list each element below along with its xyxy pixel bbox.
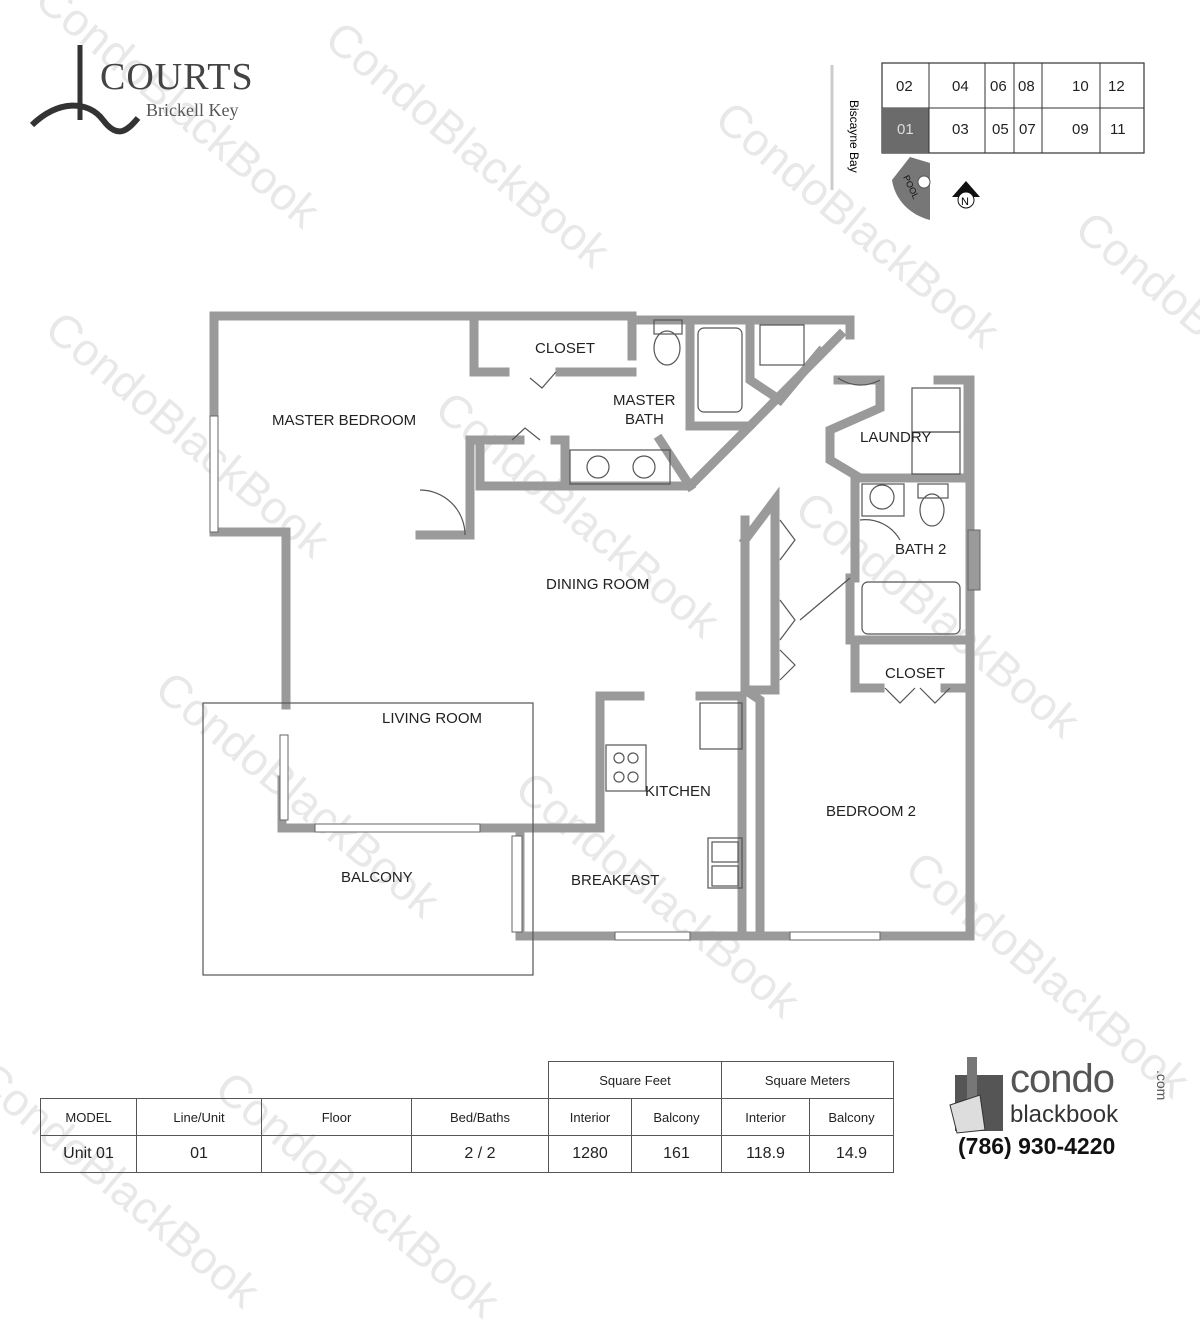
room-bedroom-2: BEDROOM 2 <box>826 803 916 820</box>
header-cell: Interior <box>721 1098 810 1136</box>
brand-suffix: .com <box>1154 1070 1170 1101</box>
balcony-outline <box>202 702 534 976</box>
north-arrow-icon <box>952 181 980 197</box>
header-cell: Interior <box>548 1098 632 1136</box>
room-master-bath: MASTER <box>613 392 676 409</box>
unit-label: 03 <box>952 121 969 138</box>
cell-bed-baths: 2 / 2 <box>411 1135 549 1173</box>
unit-label: 10 <box>1072 78 1089 95</box>
header-cell: Balcony <box>809 1098 894 1136</box>
header-cell: MODEL <box>40 1098 137 1136</box>
unit-label: 09 <box>1072 121 1089 138</box>
brand-word-blackbook: blackbook <box>1010 1101 1119 1128</box>
unit-label: 06 <box>990 78 1007 95</box>
room-laundry: LAUNDRY <box>860 429 931 446</box>
bay-label: Biscayne Bay <box>847 100 861 173</box>
cell-model: Unit 01 <box>40 1135 137 1173</box>
logo-name: COURTS <box>100 56 254 98</box>
walls <box>209 311 975 941</box>
unit-specs-table: Square Feet Square Meters MODEL Line/Uni… <box>40 1061 894 1173</box>
room-living: LIVING ROOM <box>382 710 482 727</box>
room-closet: CLOSET <box>535 340 595 357</box>
unit-label: 02 <box>896 78 913 95</box>
windows <box>209 415 981 941</box>
room-dining: DINING ROOM <box>546 576 649 593</box>
floor-plan: MASTER BEDROOM CLOSET MASTER BATH LAUNDR… <box>202 311 981 976</box>
room-bath-2: BATH 2 <box>895 541 946 558</box>
courts-logo-mark <box>29 45 141 135</box>
unit-label: 12 <box>1108 78 1125 95</box>
cell-sqm-balcony: 14.9 <box>809 1135 894 1173</box>
header-cell: Line/Unit <box>136 1098 262 1136</box>
cell-floor <box>261 1135 412 1173</box>
cell-line-unit: 01 <box>136 1135 262 1173</box>
unit-label: 01 <box>897 121 914 138</box>
key-plan: Biscayne Bay 02 04 06 08 10 12 01 03 05 … <box>830 62 1145 220</box>
unit-label: 08 <box>1018 78 1035 95</box>
cell-sqm-interior: 118.9 <box>721 1135 810 1173</box>
brand-word-condo: condo <box>1010 1057 1115 1101</box>
unit-01-highlight <box>882 108 929 153</box>
unit-label: 07 <box>1019 121 1036 138</box>
fixtures <box>202 319 961 976</box>
table-row: Unit 01 01 2 / 2 1280 161 118.9 14.9 <box>40 1135 894 1173</box>
unit-label: 11 <box>1110 121 1126 138</box>
cell-sqft-balcony: 161 <box>631 1135 722 1173</box>
header-cell: Balcony <box>631 1098 722 1136</box>
header-cell: Floor <box>261 1098 412 1136</box>
cell-sqft-interior: 1280 <box>548 1135 632 1173</box>
room-closet-2: CLOSET <box>885 665 945 682</box>
pool-shape <box>892 157 930 220</box>
room-balcony: BALCONY <box>341 869 413 886</box>
header-cell: Bed/Baths <box>411 1098 549 1136</box>
logo-subtitle: Brickell Key <box>146 100 239 120</box>
unit-label: 05 <box>992 121 1009 138</box>
group-header-sqft: Square Feet <box>548 1061 722 1099</box>
room-master-bedroom: MASTER BEDROOM <box>272 412 416 429</box>
room-master-bath: BATH <box>625 411 664 428</box>
brand-phone: (786) 930-4220 <box>958 1133 1116 1159</box>
unit-label: 04 <box>952 78 969 95</box>
group-header-sqm: Square Meters <box>721 1061 894 1099</box>
condoblackbook-logo-icon <box>949 1057 1003 1134</box>
north-label: N <box>961 196 969 208</box>
room-kitchen: KITCHEN <box>645 783 711 800</box>
room-breakfast: BREAKFAST <box>571 872 659 889</box>
